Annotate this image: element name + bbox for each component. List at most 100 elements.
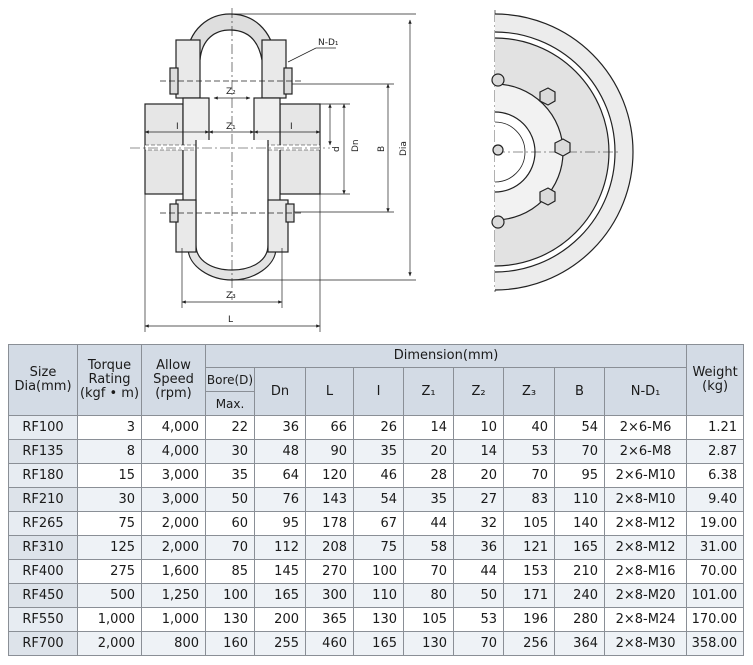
header-l: L bbox=[305, 367, 354, 416]
cell-i: 35 bbox=[353, 439, 404, 464]
cell-weight: 19.00 bbox=[686, 511, 745, 536]
cell-dn: 36 bbox=[254, 415, 306, 440]
cell-weight: 6.38 bbox=[686, 463, 745, 488]
cell-size: RF100 bbox=[8, 415, 78, 440]
cell-speed: 4,000 bbox=[141, 415, 206, 440]
cell-speed: 4,000 bbox=[141, 439, 206, 464]
label-z1: Z₁ bbox=[226, 122, 236, 132]
cell-i: 100 bbox=[353, 559, 404, 584]
header-weight: Weight (kg) bbox=[686, 344, 745, 416]
cell-z2: 44 bbox=[453, 559, 504, 584]
cell-z2: 14 bbox=[453, 439, 504, 464]
cell-z2: 32 bbox=[453, 511, 504, 536]
cell-l: 270 bbox=[305, 559, 354, 584]
cell-weight: 70.00 bbox=[686, 559, 745, 584]
header-speed: Allow Speed (rpm) bbox=[141, 344, 206, 416]
cell-i: 54 bbox=[353, 487, 404, 512]
cell-dn: 112 bbox=[254, 535, 306, 560]
cell-z1: 70 bbox=[403, 559, 454, 584]
cell-z2: 50 bbox=[453, 583, 504, 608]
cell-z1: 35 bbox=[403, 487, 454, 512]
header-b: B bbox=[554, 367, 605, 416]
header-z3: Z₃ bbox=[503, 367, 555, 416]
label-dn: Dn bbox=[351, 139, 361, 152]
cell-speed: 2,000 bbox=[141, 511, 206, 536]
header-bore-max: Max. bbox=[205, 391, 255, 416]
cell-z3: 196 bbox=[503, 607, 555, 632]
cell-torque: 500 bbox=[77, 583, 142, 608]
cell-torque: 275 bbox=[77, 559, 142, 584]
header-size: Size Dia(mm) bbox=[8, 344, 78, 416]
cell-z3: 256 bbox=[503, 631, 555, 656]
label-b: B bbox=[377, 146, 387, 152]
cell-b: 54 bbox=[554, 415, 605, 440]
cell-i: 26 bbox=[353, 415, 404, 440]
label-z3: Z₃ bbox=[226, 291, 236, 301]
cell-nd1: 2×8-M24 bbox=[603, 607, 688, 632]
cell-i: 46 bbox=[353, 463, 404, 488]
cell-weight: 101.00 bbox=[686, 583, 745, 608]
cell-bore: 100 bbox=[205, 583, 255, 608]
cell-z2: 36 bbox=[453, 535, 504, 560]
cell-z3: 105 bbox=[503, 511, 555, 536]
cell-torque: 15 bbox=[77, 463, 142, 488]
cell-b: 364 bbox=[554, 631, 605, 656]
cell-l: 178 bbox=[305, 511, 354, 536]
header-nd1: N-D₁ bbox=[603, 367, 688, 416]
technical-drawing: N-D₁ Z₂ Z₁ I I d Dn B Dia Z₃ L bbox=[130, 8, 634, 332]
header-dn: Dn bbox=[254, 367, 306, 416]
cell-bore: 50 bbox=[205, 487, 255, 512]
coupling-end-view bbox=[491, 10, 634, 292]
cell-bore: 35 bbox=[205, 463, 255, 488]
cell-b: 280 bbox=[554, 607, 605, 632]
cell-size: RF210 bbox=[8, 487, 78, 512]
cell-z3: 70 bbox=[503, 463, 555, 488]
cell-nd1: 2×6-M8 bbox=[603, 439, 688, 464]
cell-i: 67 bbox=[353, 511, 404, 536]
coupling-section-view bbox=[130, 8, 330, 300]
cell-nd1: 2×8-M30 bbox=[603, 631, 688, 656]
cell-nd1: 2×8-M10 bbox=[603, 487, 688, 512]
cell-l: 300 bbox=[305, 583, 354, 608]
cell-dn: 145 bbox=[254, 559, 306, 584]
cell-b: 210 bbox=[554, 559, 605, 584]
cell-z1: 14 bbox=[403, 415, 454, 440]
cell-nd1: 2×6-M10 bbox=[603, 463, 688, 488]
cell-torque: 8 bbox=[77, 439, 142, 464]
label-nd1: N-D₁ bbox=[318, 38, 339, 48]
cell-speed: 1,000 bbox=[141, 607, 206, 632]
cell-l: 143 bbox=[305, 487, 354, 512]
cell-torque: 2,000 bbox=[77, 631, 142, 656]
cell-nd1: 2×8-M20 bbox=[603, 583, 688, 608]
cell-b: 70 bbox=[554, 439, 605, 464]
cell-size: RF310 bbox=[8, 535, 78, 560]
cell-l: 66 bbox=[305, 415, 354, 440]
cell-speed: 3,000 bbox=[141, 463, 206, 488]
cell-size: RF400 bbox=[8, 559, 78, 584]
cell-weight: 170.00 bbox=[686, 607, 745, 632]
label-i-left: I bbox=[176, 122, 179, 132]
cell-torque: 1,000 bbox=[77, 607, 142, 632]
cell-z1: 58 bbox=[403, 535, 454, 560]
cell-z2: 20 bbox=[453, 463, 504, 488]
cell-z3: 53 bbox=[503, 439, 555, 464]
cell-z1: 44 bbox=[403, 511, 454, 536]
cell-l: 365 bbox=[305, 607, 354, 632]
cell-nd1: 2×8-M16 bbox=[603, 559, 688, 584]
cell-i: 110 bbox=[353, 583, 404, 608]
cell-z2: 70 bbox=[453, 631, 504, 656]
cell-b: 95 bbox=[554, 463, 605, 488]
cell-size: RF265 bbox=[8, 511, 78, 536]
cell-z3: 40 bbox=[503, 415, 555, 440]
cell-bore: 160 bbox=[205, 631, 255, 656]
cell-weight: 358.00 bbox=[686, 631, 745, 656]
cell-z1: 28 bbox=[403, 463, 454, 488]
cell-weight: 1.21 bbox=[686, 415, 745, 440]
